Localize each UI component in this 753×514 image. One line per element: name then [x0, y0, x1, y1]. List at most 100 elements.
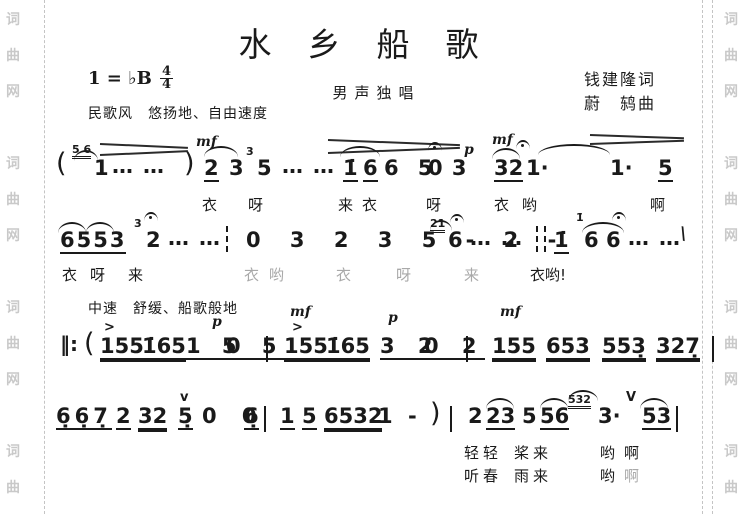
lyric-syllable: 桨来: [514, 444, 553, 462]
note: (: [56, 148, 67, 179]
note: -: [408, 404, 417, 428]
note: 0: [428, 156, 443, 180]
grace-note: 3: [246, 145, 254, 158]
slur-arc: [204, 146, 238, 157]
decrescendo-line: [589, 134, 684, 140]
slur-arc: [540, 398, 568, 409]
credit-lyricist: 钱建隆词: [584, 70, 657, 89]
watermark-left: 词 曲 网 词 曲 网 词 曲 网 词 曲 网: [6, 12, 20, 496]
slur-arc: [340, 146, 380, 157]
note: 56: [540, 404, 570, 430]
lyric-syllable: 雨来: [514, 467, 553, 485]
credit-composer: 蔚 鸫曲: [584, 94, 657, 113]
dynamic-mf: mf: [196, 134, 217, 150]
note: ): [430, 398, 441, 429]
note: 1̇65: [142, 334, 186, 362]
note: 327̣: [656, 334, 700, 362]
note: 6̣: [244, 404, 259, 430]
note: 155: [284, 334, 328, 362]
note: 155: [100, 334, 144, 362]
barline: [466, 336, 468, 362]
repeat-dots: ……: [112, 154, 174, 178]
note: 5: [257, 156, 272, 180]
breath-mark: V: [626, 390, 637, 405]
lyric-syllable: 哟: [600, 467, 616, 485]
note: 1·: [526, 156, 549, 180]
note: 6: [363, 156, 378, 182]
note: 53: [642, 404, 672, 430]
lyric-syllable: 衣: [62, 266, 78, 284]
note: 6532: [324, 404, 383, 432]
lyric-syllable: 衣: [494, 196, 510, 214]
note: 32: [494, 156, 524, 182]
note: 1̇: [343, 156, 358, 182]
dynamic-p: p: [388, 310, 398, 326]
accent-mark: >: [292, 320, 303, 335]
barline: [450, 406, 452, 432]
repeat-sign: ‖:: [60, 332, 78, 356]
key-signature: 1 = ♭B: [88, 68, 152, 89]
lyric-syllable: 呀: [248, 196, 264, 214]
lyric-syllable: 哟: [522, 196, 538, 214]
tempo-marking-1: 民歌风 悠扬地、自由速度: [88, 106, 268, 122]
note: 653: [546, 334, 590, 362]
dashed-barline: [226, 226, 228, 252]
note: 2: [146, 228, 161, 252]
dynamic-mf: mf: [500, 304, 521, 320]
note: 6 5 3: [384, 156, 473, 180]
repeat-dots: ……: [282, 154, 344, 178]
note: 6̣6̣7̣: [56, 404, 112, 430]
note: ): [184, 148, 195, 179]
barline: [266, 336, 268, 362]
lyric-syllable: 哟: [600, 444, 616, 462]
subtitle-voice-type: 男声独唱: [332, 84, 421, 102]
note: 2: [204, 156, 219, 182]
dynamic-mf: mf: [290, 304, 311, 320]
fermata-icon: [450, 214, 464, 223]
note: 3·: [598, 404, 621, 428]
note: 0 0: [202, 404, 266, 428]
note: 1̇65: [326, 334, 370, 362]
note: 6553: [60, 228, 127, 254]
barline: [676, 406, 678, 432]
lyric-syllable: 衣: [336, 266, 352, 284]
lyric-syllable: 轻轻: [464, 444, 503, 462]
breath-mark: v: [180, 390, 189, 405]
note: 155: [492, 334, 536, 362]
lyric-syllable: 啊: [624, 467, 640, 485]
note: 2: [116, 404, 131, 430]
repeat-dots: ……: [470, 226, 532, 250]
note: 1: [378, 404, 393, 428]
slur-arc: [74, 150, 98, 161]
dynamic-p: p: [212, 314, 222, 330]
slur-arc: [86, 222, 114, 233]
slur-arc: [486, 398, 514, 409]
lyric-syllable: 衣哟!: [530, 266, 567, 284]
lyric-syllable: 呀: [426, 196, 442, 214]
lyric-syllable: 啊: [624, 444, 640, 462]
crescendo-line: [99, 143, 188, 149]
note: 1·: [610, 156, 633, 180]
slur-arc: [568, 390, 598, 401]
note: 23: [486, 404, 516, 430]
note: 1 5: [186, 334, 244, 360]
repeat-dots: ……: [168, 226, 230, 250]
fermata-icon: [428, 142, 442, 151]
page-title: 水乡船歌: [238, 25, 515, 64]
dynamic-p: p: [464, 142, 474, 158]
note: 3 2: [380, 334, 441, 360]
note: 5: [658, 156, 673, 182]
note: 553̣: [602, 334, 646, 362]
repeat-dots: ……: [628, 226, 690, 250]
note: 3: [229, 156, 244, 180]
lyric-syllable: 衣: [202, 196, 218, 214]
lyric-syllable: 来: [128, 266, 144, 284]
fermata-icon: [612, 212, 626, 221]
slur-arc: [430, 220, 452, 231]
lyric-syllable: 来: [338, 196, 354, 214]
accent-mark: >: [104, 320, 115, 335]
note: 6: [606, 228, 621, 252]
time-denominator: 4: [162, 77, 172, 92]
note: 1̇: [554, 228, 569, 254]
